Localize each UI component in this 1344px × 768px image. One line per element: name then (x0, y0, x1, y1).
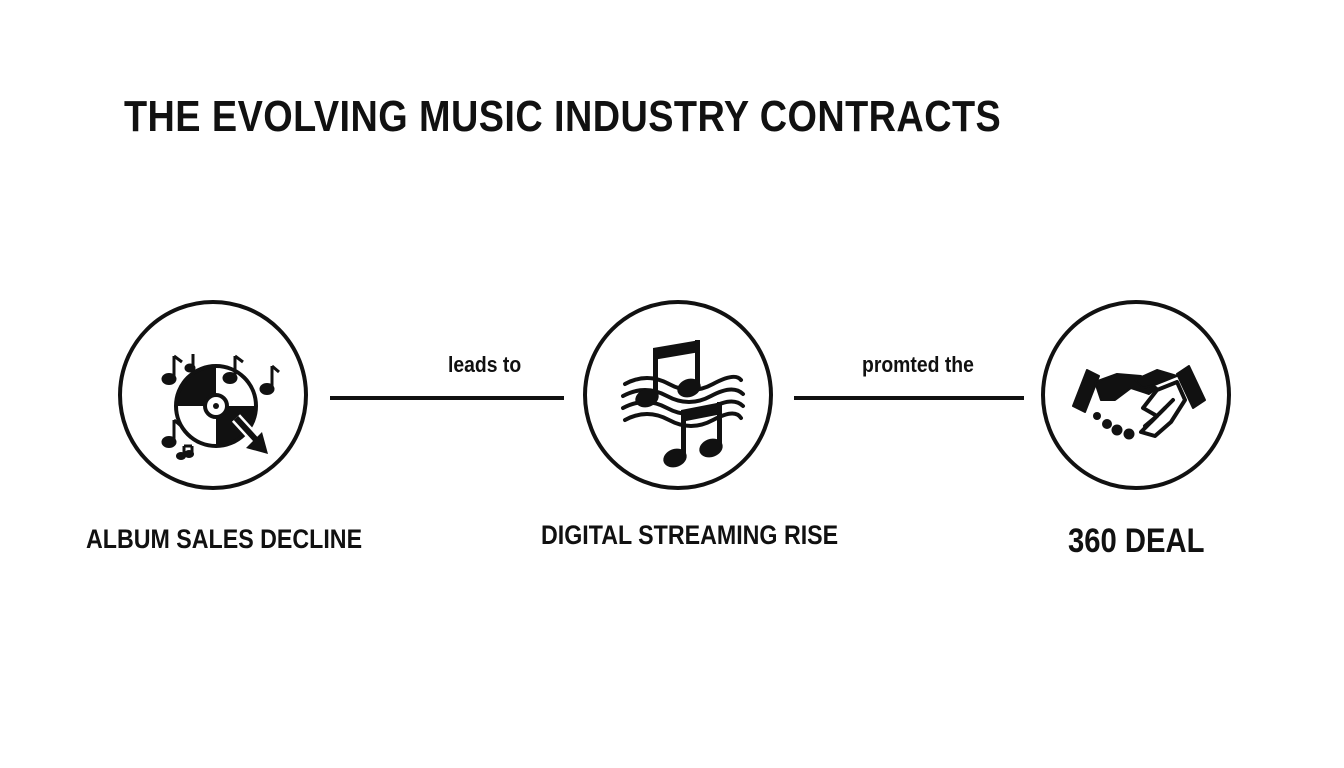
connector-line-2 (794, 396, 1024, 400)
node-album-sales-decline (118, 300, 308, 490)
node-digital-streaming-rise (583, 300, 773, 490)
connector-line-1 (330, 396, 564, 400)
edge-label-promted-the: promted the (862, 352, 974, 377)
vinyl-record-decline-icon (161, 354, 280, 460)
node-label-digital-streaming-rise: DIGITAL STREAMING RISE (541, 520, 839, 550)
diagram-title: THE EVOLVING MUSIC INDUSTRY CONTRACTS (124, 92, 1002, 141)
music-notes-waves-icon (621, 340, 745, 468)
node-label-360-deal: 360 DEAL (1068, 522, 1205, 560)
edge-label-leads-to: leads to (448, 352, 522, 377)
node-label-album-sales-decline: ALBUM SALES DECLINE (86, 524, 363, 554)
handshake-icon (1072, 365, 1206, 440)
node-360-deal (1041, 300, 1231, 490)
